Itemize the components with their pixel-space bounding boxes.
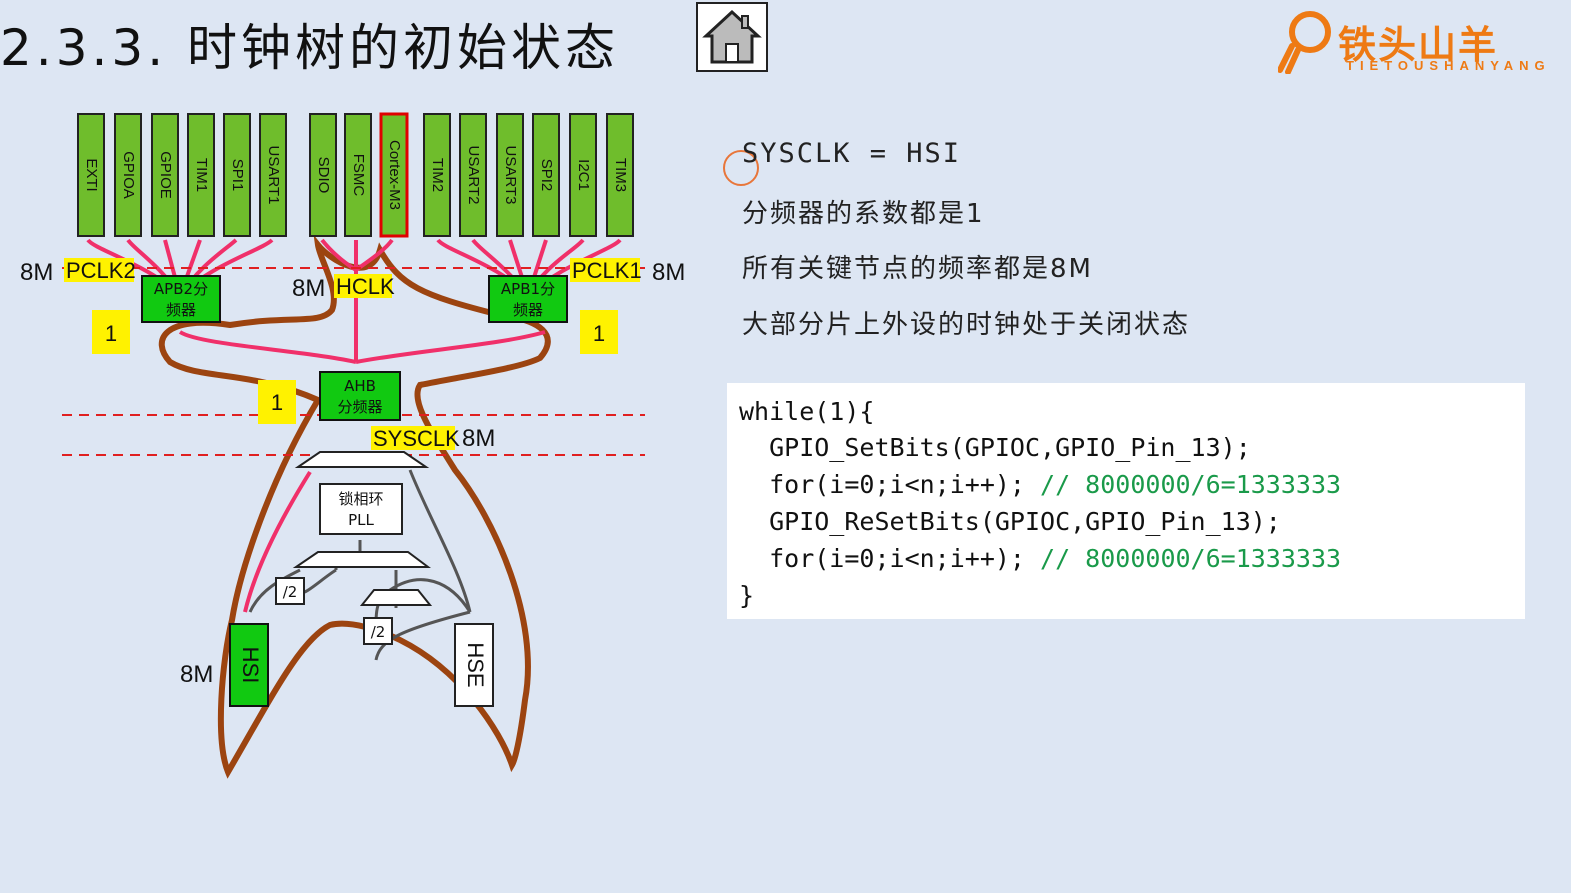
pclk1-label: PCLK1 bbox=[572, 258, 642, 283]
peripheral-label: TIM2 bbox=[429, 158, 446, 192]
pclk2-label: PCLK2 bbox=[66, 258, 136, 283]
code-comment: // 8000000/6=1333333 bbox=[1040, 470, 1342, 499]
sysclk-label: SYSCLK bbox=[373, 426, 460, 451]
peripheral-bar: USART1 bbox=[259, 113, 287, 237]
apb1-label: APB1分 bbox=[501, 280, 555, 298]
code-line: GPIO_ReSetBits(GPIOC,GPIO_Pin_13); bbox=[739, 507, 1281, 536]
code-line: for(i=0;i<n;i++); // 8000000/6=1333333 bbox=[739, 470, 1341, 499]
peripheral-label: GPIOA bbox=[120, 151, 137, 199]
peripheral-bar: USART3 bbox=[496, 113, 524, 237]
pclk1-highlight bbox=[570, 258, 640, 282]
code-line: while(1){ bbox=[739, 397, 875, 426]
peripheral-label: I2C1 bbox=[575, 159, 592, 191]
ahb-factor-badge bbox=[258, 380, 296, 424]
apb1-factor-badge bbox=[580, 310, 618, 354]
apb2-factor: 1 bbox=[105, 321, 117, 346]
slide-title: 2.3.3. 时钟树的初始状态 bbox=[0, 19, 620, 77]
hsi-div2-label: /2 bbox=[283, 583, 298, 601]
peripheral-label: FSMC bbox=[350, 154, 367, 197]
peripheral-label: TIM1 bbox=[193, 158, 210, 192]
ahb-prescaler-box bbox=[319, 371, 401, 421]
apb2-label: APB2分 bbox=[154, 280, 208, 298]
hclk-frequency: 8M bbox=[292, 275, 325, 302]
apb2-prescaler-box bbox=[141, 275, 221, 323]
note-line: 所有关键节点的频率都是8M bbox=[742, 254, 1093, 284]
apb2-factor-badge bbox=[92, 310, 130, 354]
hclk-label: HCLK bbox=[336, 274, 395, 299]
peripheral-label: USART1 bbox=[265, 146, 282, 205]
note-line: 大部分片上外设的时钟处于关闭状态 bbox=[742, 310, 1191, 340]
hse-label: HSE bbox=[463, 642, 488, 687]
code-line: for(i=0;i<n;i++); // 8000000/6=1333333 bbox=[739, 544, 1341, 573]
sysclk-highlight bbox=[371, 426, 455, 450]
pclk2-frequency: 8M bbox=[20, 259, 53, 286]
peripheral-bar: TIM3 bbox=[606, 113, 634, 237]
home-button[interactable] bbox=[696, 2, 768, 72]
peripheral-bar: SPI2 bbox=[532, 113, 560, 237]
peripheral-label: EXTI bbox=[83, 158, 100, 191]
code-block: while(1){ GPIO_SetBits(GPIOC,GPIO_Pin_13… bbox=[727, 383, 1525, 619]
peripheral-bar: GPIOE bbox=[151, 113, 179, 237]
pll-source-mux bbox=[292, 551, 431, 568]
hsi-frequency: 8M bbox=[180, 661, 213, 688]
hse-div2-box bbox=[363, 617, 393, 645]
peripheral-bar: USART2 bbox=[459, 113, 487, 237]
pclk1-frequency: 8M bbox=[652, 259, 685, 286]
cursor-highlight bbox=[723, 150, 759, 186]
pll-label: 锁相环 bbox=[338, 490, 383, 508]
ahb-label: AHB bbox=[344, 377, 376, 395]
note-line: SYSCLK = HSI bbox=[742, 138, 962, 169]
logo-subtext: TIETOUSHANYANG bbox=[1346, 58, 1551, 73]
hse-div2-label: /2 bbox=[371, 623, 386, 641]
hse-oscillator-box bbox=[454, 623, 494, 707]
sysclk-frequency: 8M bbox=[462, 425, 495, 452]
code-line: GPIO_SetBits(GPIOC,GPIO_Pin_13); bbox=[739, 433, 1251, 462]
hse-divider-mux bbox=[359, 589, 433, 606]
peripheral-label: Cortex-M3 bbox=[386, 140, 403, 210]
apb1-sublabel: 频器 bbox=[513, 301, 543, 319]
peripheral-label: USART2 bbox=[465, 146, 482, 205]
peripheral-label: SDIO bbox=[315, 157, 332, 194]
peripheral-bar: GPIOA bbox=[114, 113, 142, 237]
apb2-sublabel: 频器 bbox=[166, 301, 196, 319]
peripheral-label: SPI2 bbox=[538, 159, 555, 192]
peripheral-bar: EXTI bbox=[77, 113, 105, 237]
code-text: for(i=0;i<n;i++); bbox=[739, 470, 1041, 499]
pll-sublabel: PLL bbox=[348, 511, 374, 529]
peripheral-label: SPI1 bbox=[229, 159, 246, 192]
peripheral-bar: SDIO bbox=[309, 113, 337, 237]
apb1-factor: 1 bbox=[593, 321, 605, 346]
note-line: 分频器的系数都是1 bbox=[742, 199, 985, 229]
pclk2-highlight bbox=[64, 258, 134, 282]
peripheral-bar: TIM1 bbox=[187, 113, 215, 237]
code-text: for(i=0;i<n;i++); bbox=[739, 544, 1041, 573]
hclk-highlight bbox=[334, 274, 392, 298]
peripheral-bar-cpu: Cortex-M3 bbox=[379, 112, 409, 238]
pll-box bbox=[319, 483, 403, 535]
hsi-label: HSI bbox=[238, 647, 263, 684]
goat-logo-icon bbox=[1278, 11, 1331, 74]
peripheral-label: USART3 bbox=[502, 146, 519, 205]
brand-logo: 铁头山羊 TIETOUSHANYANG bbox=[1278, 10, 1568, 80]
apb1-prescaler-box bbox=[488, 275, 568, 323]
peripheral-label: TIM3 bbox=[612, 158, 629, 192]
hsi-oscillator-box bbox=[229, 623, 269, 707]
house-icon bbox=[702, 9, 762, 64]
peripheral-bar: I2C1 bbox=[569, 113, 597, 237]
hsi-div2-box bbox=[275, 577, 305, 605]
sysclk-mux bbox=[294, 451, 430, 468]
peripheral-bar: FSMC bbox=[344, 113, 372, 237]
logo-text: 铁头山羊 bbox=[1338, 23, 1499, 67]
peripheral-label: GPIOE bbox=[157, 151, 174, 199]
clock-tree-diagram: EXTI GPIOA GPIOE TIM1 SPI1 USART1 SDIO F… bbox=[20, 112, 685, 779]
ahb-sublabel: 分频器 bbox=[337, 398, 382, 416]
code-line: } bbox=[739, 581, 755, 610]
peripheral-bar: TIM2 bbox=[423, 113, 451, 237]
code-comment: // 8000000/6=1333333 bbox=[1040, 544, 1342, 573]
ahb-factor: 1 bbox=[271, 390, 283, 415]
peripheral-bar: SPI1 bbox=[223, 113, 251, 237]
